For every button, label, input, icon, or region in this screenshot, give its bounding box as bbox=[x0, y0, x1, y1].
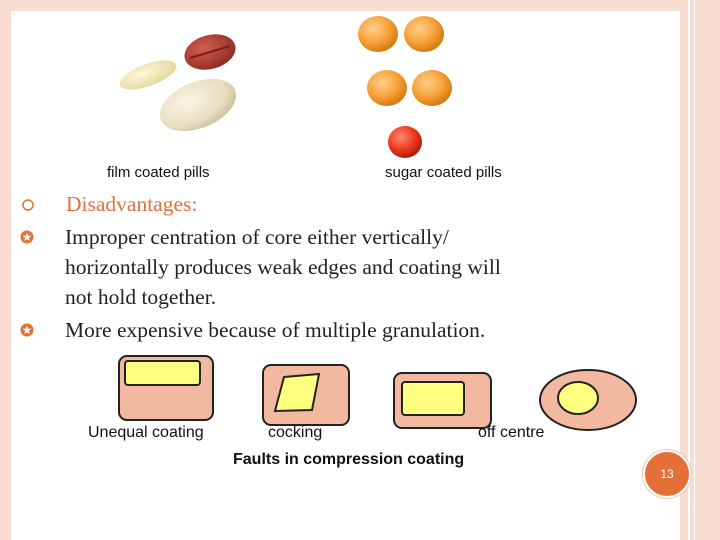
off-centre-label: off centre bbox=[478, 424, 545, 441]
bullet-2-line-3: not hold together. bbox=[65, 285, 217, 309]
slide-frame-stripe bbox=[688, 0, 690, 540]
slide-frame-stripe-thin bbox=[694, 0, 695, 540]
unequal-coating-label: Unequal coating bbox=[88, 424, 204, 441]
disadvantages-heading: Disadvantages: bbox=[66, 192, 198, 216]
slide-number-badge: 13 bbox=[643, 450, 691, 498]
off-centre-rect-diagram bbox=[393, 372, 492, 429]
bullet-2-line-1: Improper centration of core either verti… bbox=[65, 225, 449, 249]
faults-title: Faults in compression coating bbox=[233, 451, 465, 468]
bullet-2-line-2: horizontally produces weak edges and coa… bbox=[65, 255, 501, 279]
sugar-coated-caption: sugar coated pills bbox=[385, 164, 502, 181]
bullet-icon bbox=[20, 323, 34, 337]
slide-frame-right bbox=[680, 0, 720, 540]
off-centre-oval-diagram bbox=[539, 369, 637, 431]
slide-frame-left bbox=[0, 0, 11, 540]
unequal-coating-diagram bbox=[118, 355, 214, 421]
cocking-label: cocking bbox=[268, 424, 323, 441]
slide-number: 13 bbox=[660, 467, 674, 481]
cocking-diagram bbox=[262, 364, 350, 426]
film-coated-pills-image bbox=[119, 34, 237, 132]
film-coated-caption: film coated pills bbox=[107, 164, 210, 181]
bullet-3-text: More expensive because of multiple granu… bbox=[65, 318, 486, 342]
slide-frame-top bbox=[11, 0, 720, 11]
bullet-icon bbox=[22, 199, 34, 211]
bullet-icon bbox=[20, 230, 34, 244]
sugar-coated-pills-image bbox=[358, 16, 452, 158]
